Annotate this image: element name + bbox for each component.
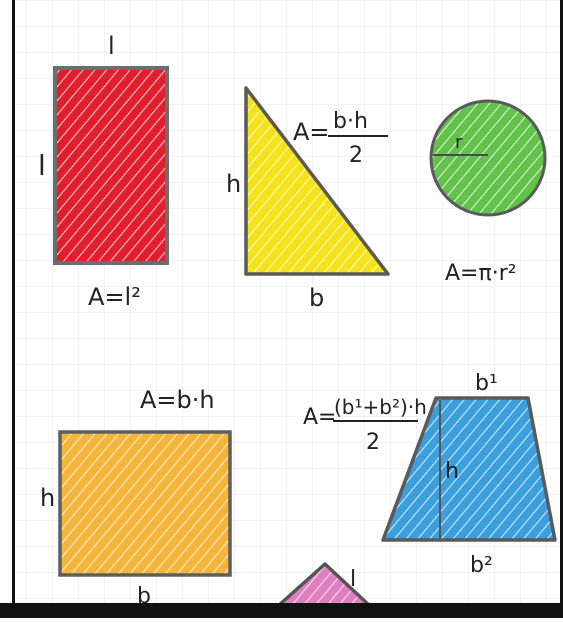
square-side-left-label: l (38, 149, 46, 182)
triangle-shape (244, 86, 390, 276)
trapezoid-top-label: b¹ (475, 371, 498, 396)
frame-right-border (560, 0, 563, 605)
trapezoid-shape (381, 396, 557, 542)
frame-bottom-border (0, 603, 563, 618)
rectangle-base-label: b (137, 584, 151, 609)
circle-shape (429, 99, 547, 217)
trapezoid-formula-lhs: A= (303, 405, 336, 430)
trapezoid-formula-denominator: 2 (366, 430, 380, 455)
left-margin (0, 0, 12, 603)
square-shape (53, 66, 169, 265)
rhombus-side-label: l (350, 567, 356, 592)
trapezoid-height-label: h (445, 459, 459, 484)
rectangle-height-label: h (40, 484, 55, 512)
trapezoid-bottom-label: b² (470, 553, 493, 578)
triangle-formula-numerator: b·h (333, 109, 368, 134)
triangle-base-label: b (309, 284, 324, 312)
trapezoid-formula-numerator: (b¹+b²)·h (334, 395, 427, 419)
rectangle-shape (58, 430, 232, 577)
triangle-formula-lhs: A= (293, 118, 330, 146)
square-formula: A=l² (88, 283, 141, 311)
square-side-top-label: l (108, 32, 115, 60)
triangle-formula-denominator: 2 (349, 143, 363, 168)
rectangle-formula: A=b·h (140, 386, 215, 414)
triangle-height-label: h (226, 170, 241, 198)
frame-left-border (12, 0, 15, 605)
circle-radius-label: r (455, 132, 463, 153)
rhombus-shape (276, 562, 372, 608)
circle-formula: A=π·r² (445, 261, 517, 286)
